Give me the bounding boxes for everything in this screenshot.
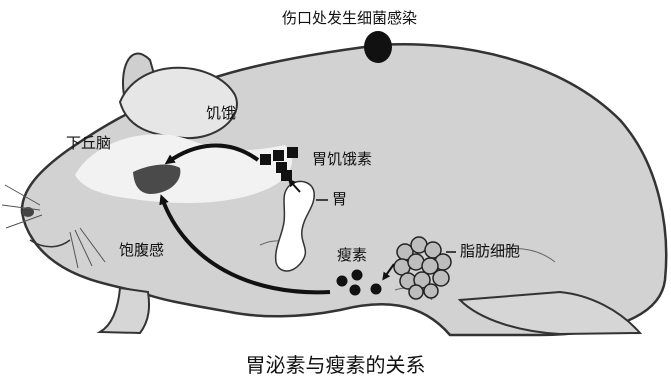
infection-site <box>364 31 392 63</box>
front-leg <box>100 288 149 333</box>
diagram-caption: 胃泌素与瘦素的关系 <box>0 349 671 378</box>
label-fat-cells: 脂肪细胞 <box>460 244 520 259</box>
label-satiety: 饱腹感 <box>119 243 164 258</box>
label-stomach: 胃 <box>332 192 347 207</box>
label-ghrelin: 胃饥饿素 <box>312 152 372 167</box>
label-leptin: 瘦素 <box>337 248 367 263</box>
label-hypothalamus: 下丘脑 <box>66 136 111 151</box>
label-hunger: 饥饿 <box>206 106 236 121</box>
label-infection: 伤口处发生细菌感染 <box>282 11 417 26</box>
